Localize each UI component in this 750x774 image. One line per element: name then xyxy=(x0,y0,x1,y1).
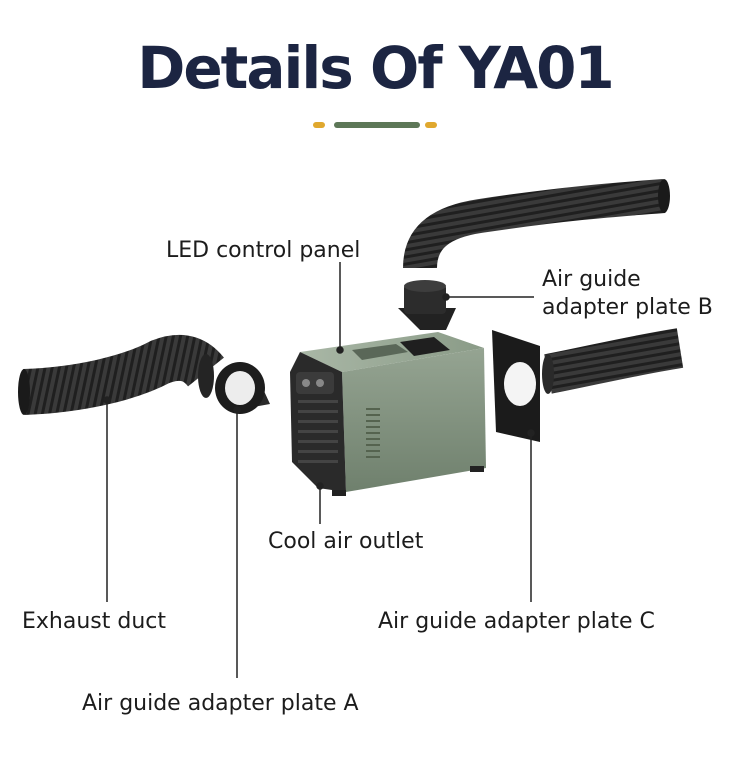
label-adapter-plate-b-line1: Air guide xyxy=(542,266,713,294)
right-hose xyxy=(542,348,680,394)
label-led-control-panel: LED control panel xyxy=(166,237,360,265)
exhaust-duct-hose xyxy=(18,354,214,415)
ya01-air-conditioner-unit xyxy=(290,332,486,496)
adapter-plate-b xyxy=(398,280,456,330)
adapter-plate-c xyxy=(492,330,540,442)
top-hose xyxy=(420,179,670,268)
adapter-plate-a xyxy=(215,362,270,414)
label-adapter-plate-a: Air guide adapter plate A xyxy=(82,690,359,718)
label-adapter-plate-b-line2: adapter plate B xyxy=(542,294,713,322)
label-adapter-plate-c: Air guide adapter plate C xyxy=(378,608,655,636)
label-cool-air-outlet: Cool air outlet xyxy=(268,528,423,556)
label-exhaust-duct: Exhaust duct xyxy=(22,608,166,636)
label-adapter-plate-b: Air guide adapter plate B xyxy=(542,266,713,322)
